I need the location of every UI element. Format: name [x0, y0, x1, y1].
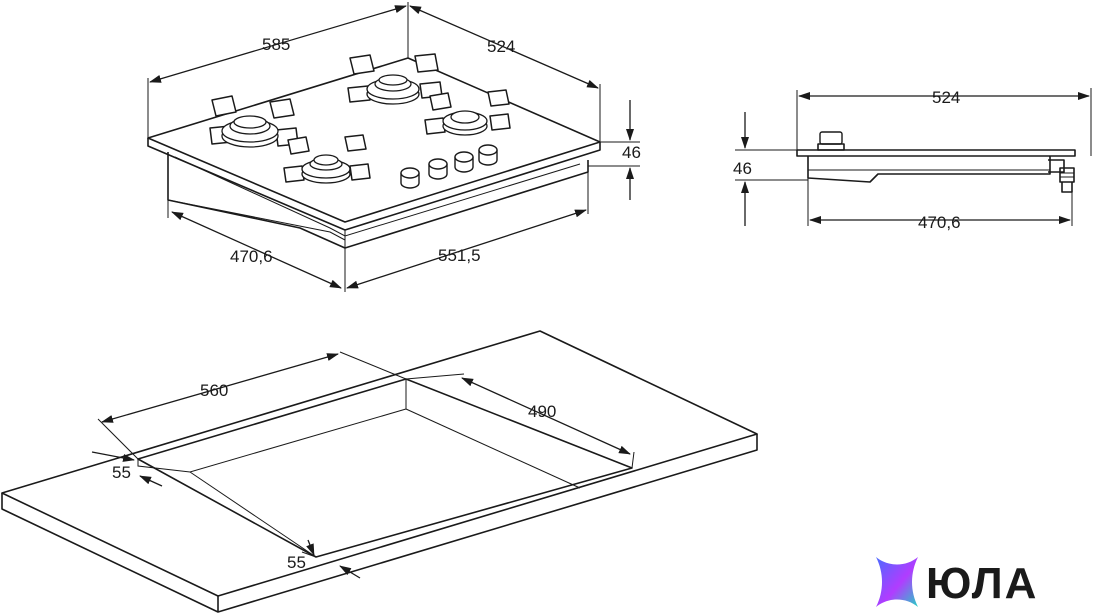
dimension-46-top: 46	[588, 100, 641, 200]
dimension-470-6-top: 470,6	[167, 200, 346, 292]
countertop-cutout-view: 560 490 55 55	[1, 330, 758, 613]
dimension-470-6-side: 470,6	[807, 178, 1073, 232]
dimension-524-side: 524	[796, 88, 1092, 156]
side-view: 524 46 470,6	[733, 88, 1092, 232]
knob-4	[478, 144, 498, 166]
svg-text:524: 524	[487, 37, 515, 56]
hob-isometric-view: 585 524 46 470,6 551,5	[147, 2, 641, 292]
dimension-585: 585	[147, 2, 409, 138]
dimension-46-side: 46	[733, 112, 808, 226]
knob-1	[400, 167, 420, 189]
svg-text:585: 585	[262, 35, 290, 54]
yula-logo-text: ЮЛА	[926, 559, 1039, 608]
dimension-490: 490	[405, 373, 635, 469]
svg-text:46: 46	[733, 159, 752, 178]
dimension-55-front: 55	[287, 539, 361, 579]
svg-text:46: 46	[622, 143, 641, 162]
dimension-524-top: 524	[409, 5, 601, 142]
svg-text:524: 524	[932, 88, 960, 107]
svg-text:470,6: 470,6	[918, 213, 961, 232]
svg-text:55: 55	[287, 553, 306, 572]
control-knobs	[400, 144, 498, 189]
burner-back-right	[424, 89, 511, 136]
svg-text:55: 55	[112, 463, 131, 482]
knob-2	[428, 158, 448, 180]
dimension-55-left: 55	[91, 451, 163, 487]
knob-3	[454, 151, 474, 173]
dimension-551-5: 551,5	[346, 172, 589, 289]
burner-front-left	[209, 95, 299, 148]
burner-front-right	[283, 134, 371, 184]
dimension-560: 560	[97, 351, 407, 460]
svg-text:560: 560	[200, 381, 228, 400]
yula-logo-icon	[876, 557, 918, 607]
svg-text:551,5: 551,5	[438, 246, 481, 265]
svg-text:490: 490	[528, 402, 556, 421]
svg-text:470,6: 470,6	[230, 247, 273, 266]
